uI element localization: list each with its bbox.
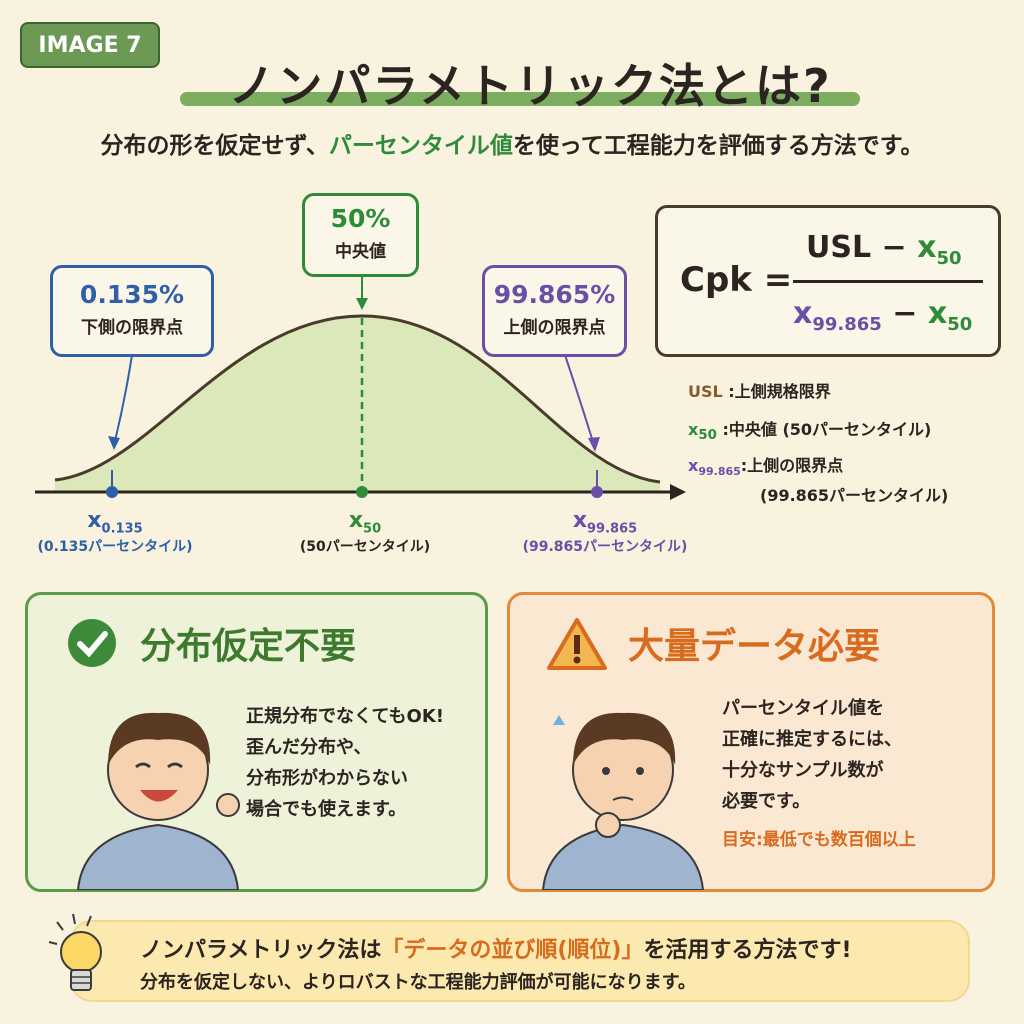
card-left-text: 正規分布でなくてもOK!歪んだ分布や、分布形がわからない場合でも使えます。 [246,706,445,820]
callout-upper: 99.865% 上側の限界点 [482,265,627,357]
arrow-lower [113,354,133,446]
lightbulb-icon [48,913,102,991]
check-circle-icon [68,619,116,667]
card-large-data-required: 大量データ必要 パーセンタイル値を正確に推定するには、十分なサンプル数が必要です… [507,592,995,892]
subtitle: 分布の形を仮定せず、パーセンタイル値を使って工程能力を評価する方法です。 [0,126,1024,160]
formula-denominator: x99.865 − x50 [793,296,973,335]
card-no-distribution-assumption: 分布仮定不要 正規分布でなくてもOK!歪んだ分布や、分布形がわからない場合でも使… [25,592,488,892]
title-underline [180,92,860,106]
axis-label-lower: x0.135 (0.135パーセンタイル) [37,508,193,556]
fraction-bar [793,280,983,283]
distribution-curve-diagram [35,277,686,500]
card-right-title: 大量データ必要 [628,626,881,667]
page-title: ノンパラメトリック法とは? [228,59,832,113]
point-upper [591,486,603,498]
footer-line-2: 分布を仮定しない、よりロバストな工程能力評価が可能になります。 [140,972,696,993]
cpk-formula: Cpk = USL − x50 x99.865 − x50 [655,205,1001,357]
smiling-worker-illustration [76,712,240,890]
legend-x99865: x99.865:上側の限界点(99.865パーセンタイル) [688,456,949,506]
point-lower [106,486,118,498]
callout-lower-label: 下側の限界点 [81,318,183,338]
axis-label-upper: x99.865 (99.865パーセンタイル) [522,508,688,556]
callout-upper-label: 上側の限界点 [503,318,606,338]
axis-label-median: x50 (50パーセンタイル) [299,508,431,556]
subtitle-pre: 分布の形を仮定せず、 [100,133,329,159]
callout-center-value: 50% [330,204,391,233]
callout-center: 50% 中央値 [302,193,419,277]
thinking-worker-illustration [541,712,705,890]
formula-numerator: USL − x50 [806,230,962,269]
legend-x50: x50 :中央値 (50パーセンタイル) [688,420,932,444]
formula-lhs: Cpk = [680,260,793,300]
footer-note: ノンパラメトリック法は「データの並び順(順位)」を活用する方法です! 分布を仮定… [70,920,970,1002]
subtitle-highlight: パーセンタイル値 [328,133,513,159]
subtitle-post: を使って工程能力を評価する方法です。 [512,133,924,159]
warning-icon [547,618,607,670]
legend-usl: USL :上側規格限界 [688,382,831,401]
callout-lower-value: 0.135% [79,280,185,309]
arrow-upper [564,354,595,446]
point-median [356,486,368,498]
callout-upper-value: 99.865% [493,280,616,309]
card-right-note: 目安:最低でも数百個以上 [722,830,916,850]
callout-lower: 0.135% 下側の限界点 [50,265,214,357]
image-tag: IMAGE 7 [20,22,160,68]
card-right-text: パーセンタイル値を正確に推定するには、十分なサンプル数が必要です。 目安:最低で… [722,693,916,856]
curve-fill [55,316,660,492]
card-left-title: 分布仮定不要 [140,626,357,667]
callout-center-label: 中央値 [335,242,386,262]
footer-line-1: ノンパラメトリック法は「データの並び順(順位)」を活用する方法です! [140,938,852,963]
axis-arrow [670,484,686,500]
distribution-curve [54,314,661,484]
